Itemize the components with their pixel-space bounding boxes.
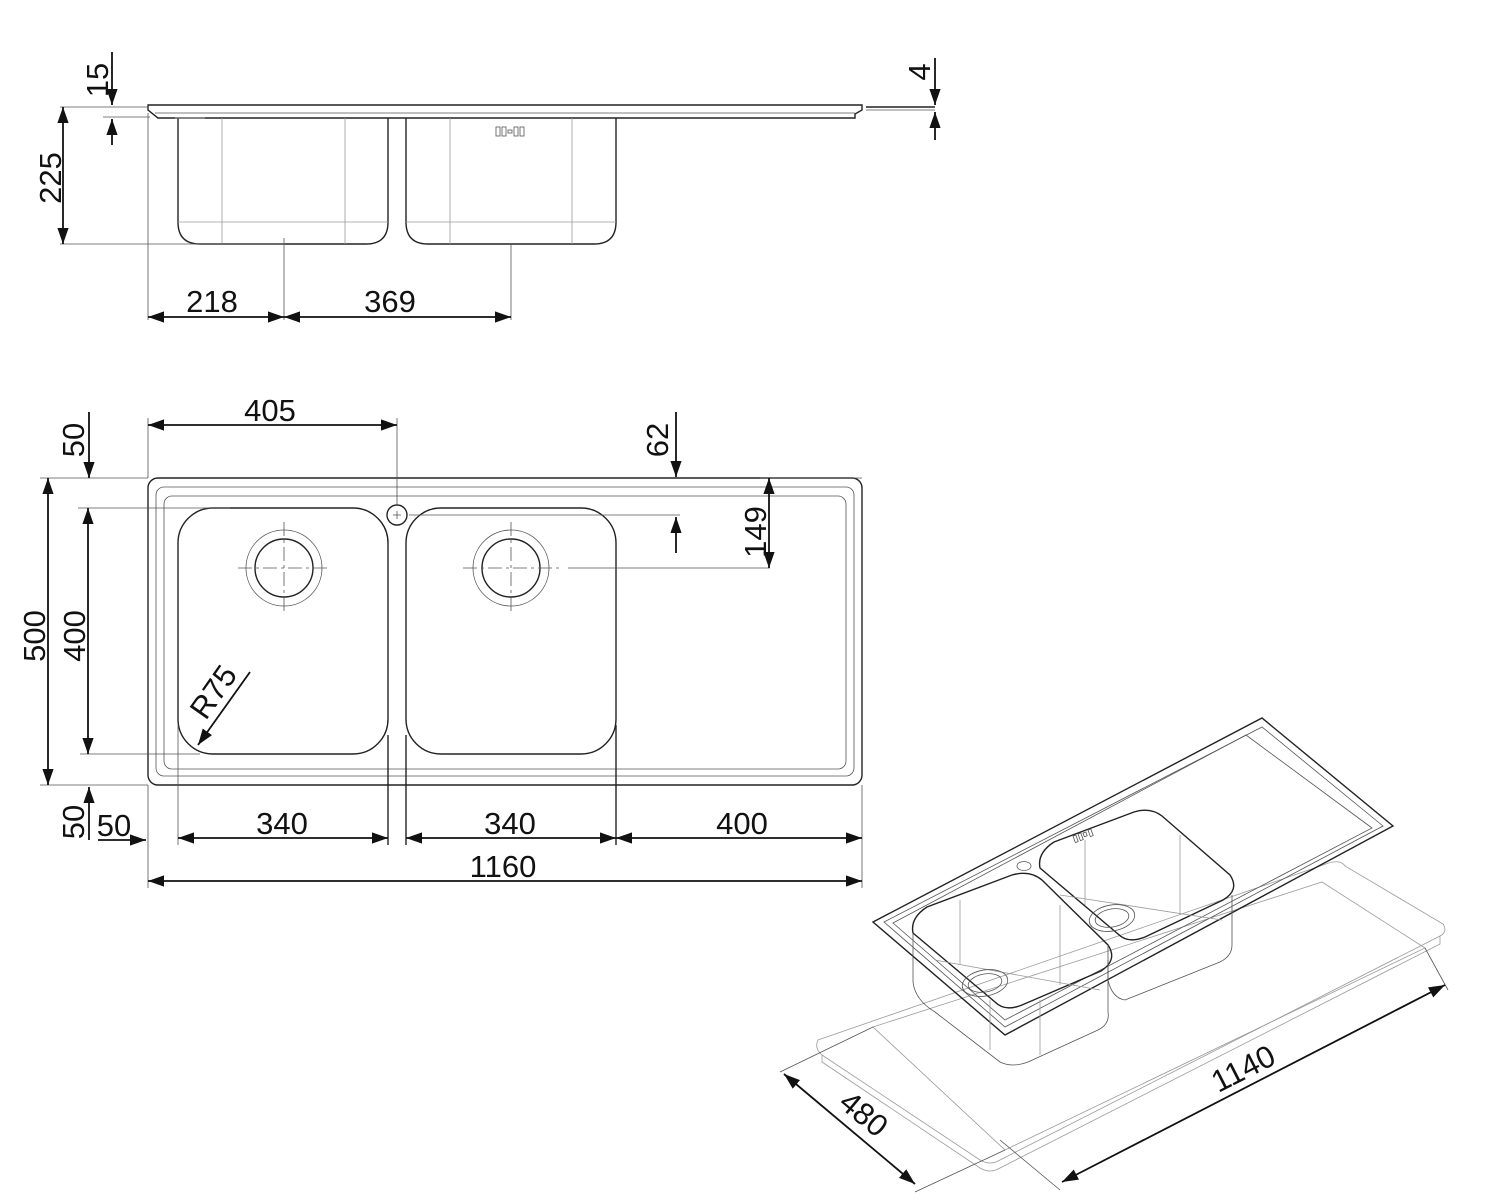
dim-drainer-width: 400 bbox=[716, 806, 768, 841]
dim-border-bottom: 50 bbox=[56, 805, 91, 839]
dim-drain-2-from-drain-1: 369 bbox=[364, 284, 416, 319]
iso-view bbox=[779, 717, 1449, 1193]
dim-bowl-2-width: 340 bbox=[484, 806, 536, 841]
drain-1 bbox=[238, 522, 330, 614]
iso-tap-hole bbox=[1016, 861, 1032, 871]
dim-drain-1-from-edge: 218 bbox=[186, 284, 238, 319]
iso-overflow-slot-icon bbox=[1072, 828, 1094, 844]
dim-flange-offset: 4 bbox=[902, 63, 937, 80]
bowl-2 bbox=[405, 507, 617, 755]
drain-2 bbox=[463, 522, 560, 614]
dim-tap-hole-offset: 62 bbox=[640, 423, 675, 457]
top-view bbox=[40, 412, 863, 888]
dim-border-top: 50 bbox=[56, 423, 91, 457]
dim-rim-thickness: 15 bbox=[80, 63, 115, 97]
tap-hole bbox=[386, 504, 408, 526]
bowl-1 bbox=[177, 507, 389, 755]
dim-overall-width: 1160 bbox=[470, 849, 537, 884]
dim-cutout-width: 1140 bbox=[1206, 1038, 1281, 1099]
dim-border-left: 50 bbox=[97, 808, 131, 843]
dim-overall-depth: 500 bbox=[17, 610, 52, 662]
iso-bowl-1 bbox=[911, 872, 1113, 1066]
dim-bowl-1-width: 340 bbox=[256, 806, 308, 841]
dim-bowl-depth: 400 bbox=[57, 610, 92, 662]
iso-bowl-2 bbox=[1038, 809, 1235, 1001]
dim-cutout-depth: 480 bbox=[833, 1084, 895, 1144]
dim-tap-to-drain: 149 bbox=[738, 506, 773, 558]
overflow-slot-icon bbox=[495, 126, 525, 137]
dim-side-depth: 225 bbox=[33, 152, 68, 204]
side-view bbox=[57, 52, 941, 323]
dim-drain-spacing-to-tap: 405 bbox=[244, 393, 296, 428]
